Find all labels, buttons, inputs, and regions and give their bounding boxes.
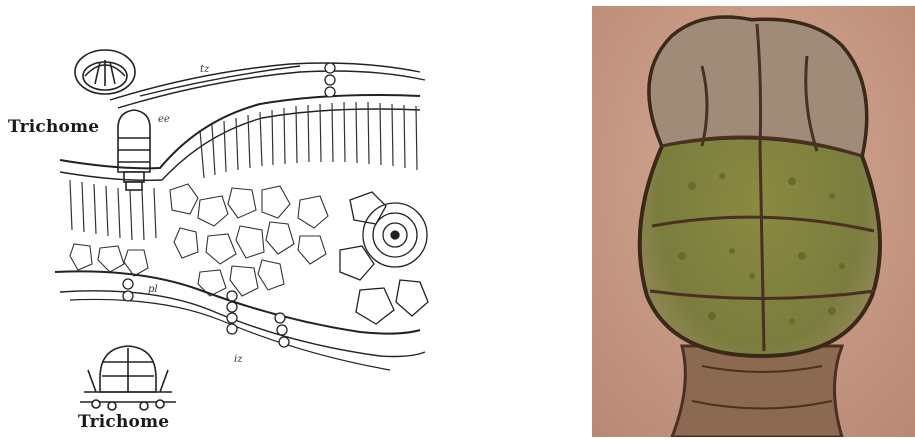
- trichome-stalk: [672, 346, 842, 437]
- lower-epidermis: [55, 271, 420, 333]
- trichome-side-view-bottom: [80, 346, 176, 410]
- mark-tz-top: tz: [200, 64, 209, 75]
- spongy-mesophyll: [70, 184, 328, 296]
- lower-epidermis-outer: [60, 291, 425, 357]
- cross-section-drawing: tz ee pl iz Trichome Trichome: [0, 0, 470, 437]
- trichome-label-top: Trichome: [8, 117, 99, 137]
- trichome-micrograph: [592, 6, 915, 437]
- upper-epidermis-inner: [60, 109, 420, 180]
- trichome-side-view-top: [118, 110, 150, 190]
- mark-pl: pl: [148, 284, 158, 295]
- micrograph-svg: [592, 6, 915, 437]
- mark-ee: ee: [158, 114, 170, 125]
- upper-epidermis: [60, 95, 420, 168]
- outer-layers: [110, 63, 425, 108]
- trichome-top-view: [75, 50, 135, 94]
- trichome-label-bottom: Trichome: [78, 412, 169, 432]
- vascular-bundle: [340, 192, 428, 324]
- mark-iz: iz: [234, 354, 242, 365]
- leaf-section-svg: [0, 0, 470, 437]
